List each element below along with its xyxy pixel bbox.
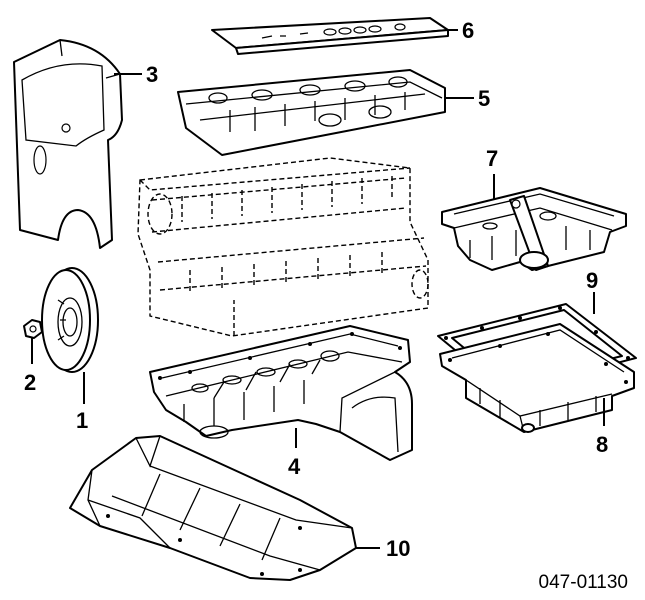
callout-6: 6 bbox=[462, 18, 474, 43]
part-2-bolt[interactable] bbox=[23, 319, 43, 339]
callout-labels: 6 5 3 7 9 8 4 10 1 2 bbox=[24, 18, 608, 561]
callout-7: 7 bbox=[486, 146, 498, 171]
part-4-upper-oil-pan[interactable] bbox=[149, 325, 413, 461]
callout-2: 2 bbox=[24, 370, 36, 395]
part-3-timing-cover[interactable] bbox=[13, 39, 123, 249]
callout-1: 1 bbox=[76, 408, 88, 433]
callout-5: 5 bbox=[478, 86, 490, 111]
part-10-under-cover[interactable] bbox=[69, 435, 357, 581]
diagram-part-code: 047-01130 bbox=[539, 572, 628, 593]
engine-block-reference bbox=[137, 157, 429, 337]
callout-9: 9 bbox=[586, 268, 598, 293]
leader-lines bbox=[31, 29, 605, 549]
callout-4: 4 bbox=[288, 454, 301, 479]
part-5-head-cover[interactable] bbox=[177, 69, 446, 156]
part-8-lower-oil-pan[interactable] bbox=[439, 323, 635, 433]
part-1-crank-pulley[interactable] bbox=[41, 267, 99, 373]
part-7-oil-strainer-pan[interactable] bbox=[441, 187, 627, 271]
callout-3: 3 bbox=[146, 62, 158, 87]
callout-10: 10 bbox=[386, 536, 410, 561]
part-6-cover-plate[interactable] bbox=[211, 17, 449, 55]
callout-8: 8 bbox=[596, 432, 608, 457]
